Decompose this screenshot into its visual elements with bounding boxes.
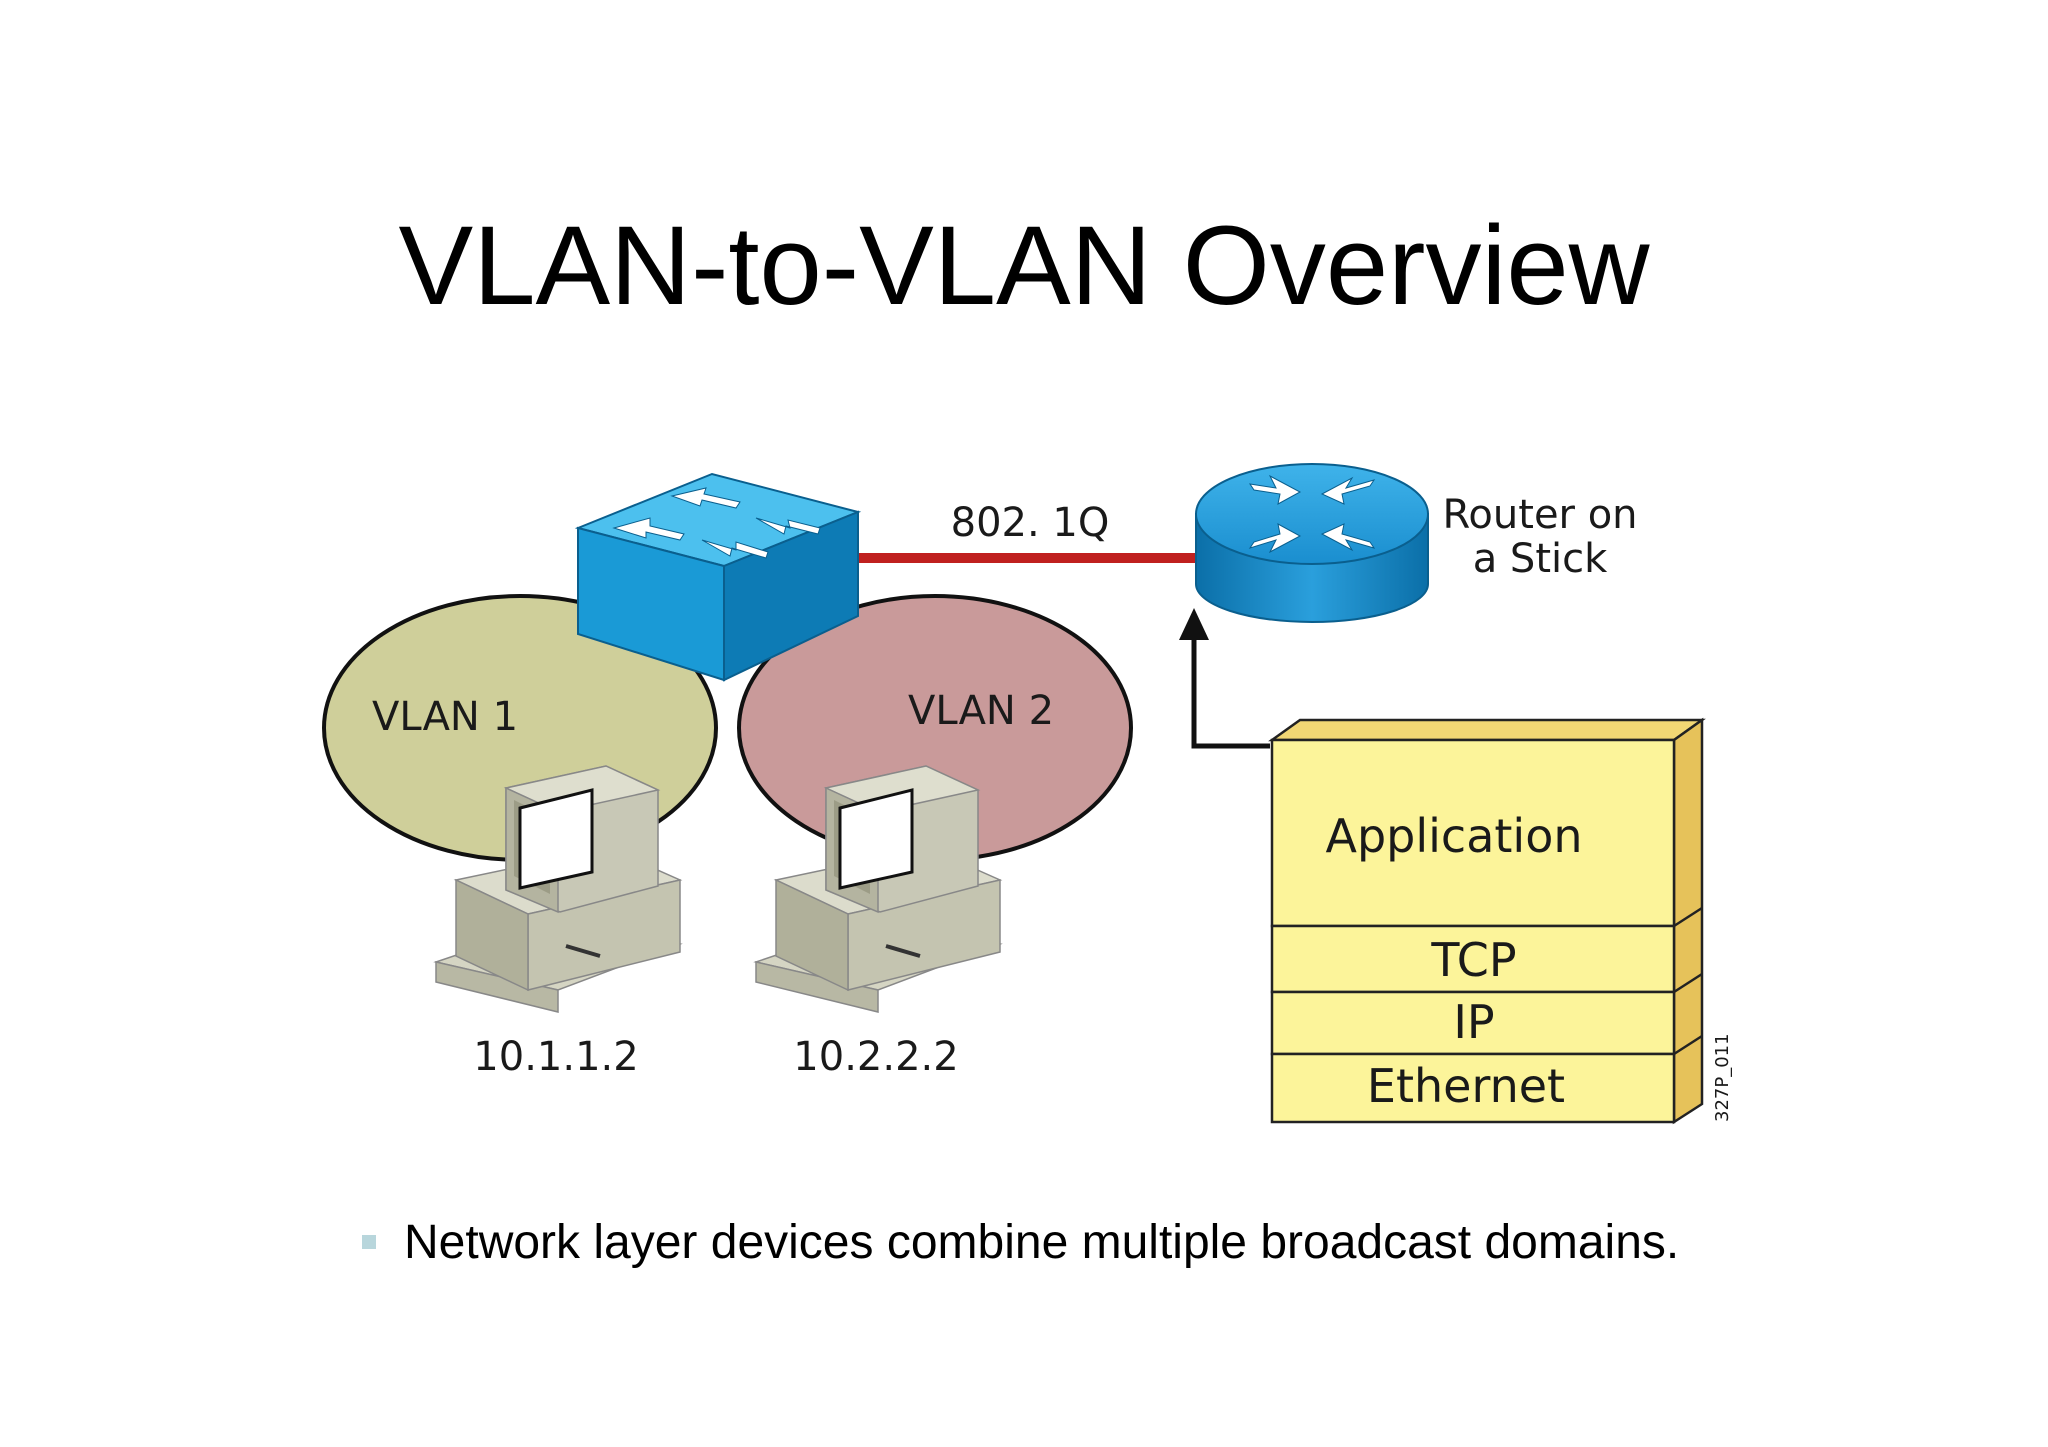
slide-title: VLAN-to-VLAN Overview: [398, 203, 1650, 328]
pc-icon: [433, 765, 683, 1013]
router-label-line2: a Stick: [1473, 536, 1608, 582]
router-icon: [1195, 463, 1429, 623]
stack-to-router-arrow: [1191, 638, 1270, 749]
host1-ip: 10.1.1.2: [473, 1034, 638, 1080]
trunk-label: 802. 1Q: [951, 500, 1110, 546]
bullet-square-icon: [362, 1235, 376, 1249]
pc-icon: [753, 765, 1003, 1013]
bullet-item: Network layer devices combine multiple b…: [362, 1210, 1679, 1274]
stack-label-ip: IP: [1453, 995, 1494, 1049]
stack-layer-ethernet: [1270, 1052, 1676, 1124]
bullet-text: Network layer devices combine multiple b…: [404, 1215, 1680, 1269]
router-label-line1: Router on: [1442, 492, 1637, 538]
switch-icon: [574, 472, 862, 682]
vlan1-label: VLAN 1: [372, 694, 518, 740]
stack-layer-tcp: [1270, 924, 1676, 994]
vlan2-label: VLAN 2: [908, 688, 1054, 734]
arrow-head-icon: [1179, 608, 1209, 640]
stack-layer-application: [1270, 738, 1676, 928]
stack-label-application: Application: [1325, 809, 1582, 863]
host2-ip: 10.2.2.2: [793, 1034, 958, 1080]
stack-layer-ip: [1270, 990, 1676, 1056]
protocol-stack: Application TCP IP Ethernet: [1268, 717, 1706, 1125]
figure-id: 327P_011: [1712, 1033, 1733, 1122]
stack-label-ethernet: Ethernet: [1367, 1059, 1565, 1113]
stack-label-tcp: TCP: [1430, 933, 1516, 987]
